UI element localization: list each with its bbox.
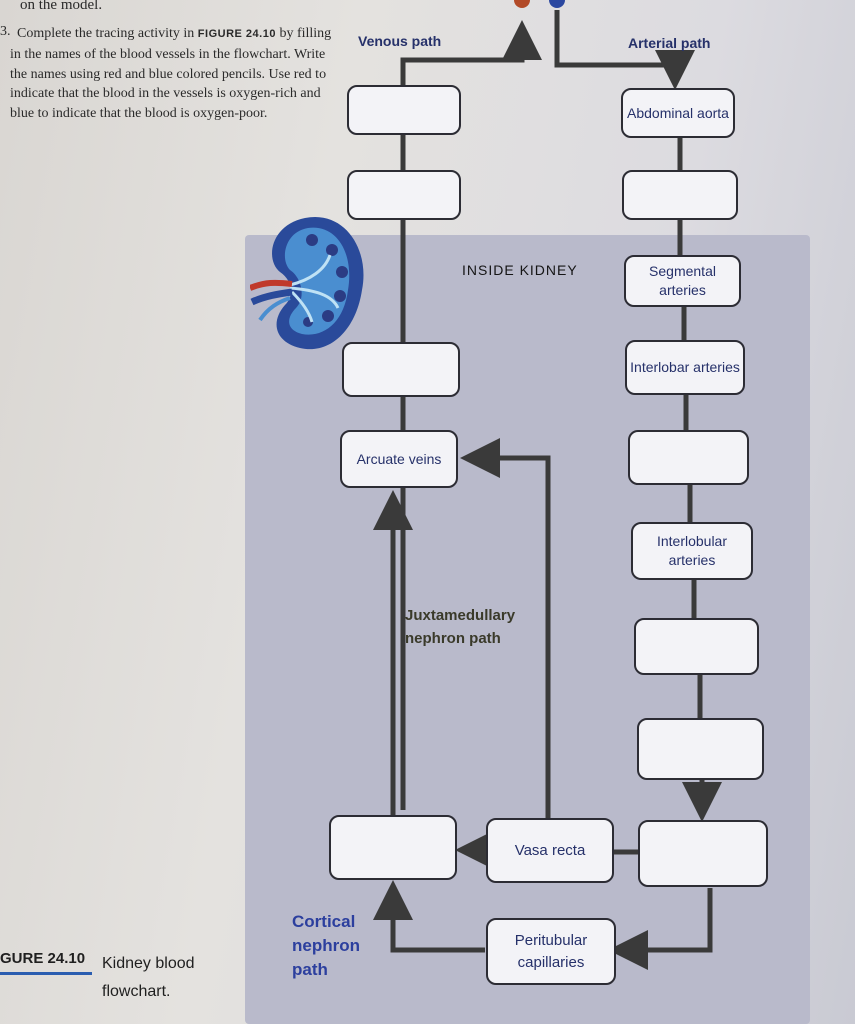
figure-reference: FIGURE 24.10 xyxy=(197,28,276,40)
caption-title: Kidney blood flowchart. xyxy=(102,955,195,1000)
instruction-body: by filling in the names of the blood ves… xyxy=(10,26,332,122)
caption-rule xyxy=(0,972,92,975)
arterial-box-interlobar: Interlobar arteries xyxy=(625,340,745,395)
arterial-box-blank-3[interactable] xyxy=(634,618,759,675)
arterial-box-interlobular: Interlobular arteries xyxy=(631,522,753,580)
venous-box-blank-3[interactable] xyxy=(342,342,460,397)
caption-figure-label: GURE 24.10 xyxy=(0,950,86,967)
arterial-box-blank-1[interactable] xyxy=(622,170,738,220)
model-line: on the model. xyxy=(20,0,103,13)
venous-box-blank-4[interactable] xyxy=(329,815,457,880)
arterial-box-blank-4[interactable] xyxy=(637,718,764,780)
instruction-lead: Complete the tracing activity in xyxy=(17,26,198,41)
venous-box-blank-2[interactable] xyxy=(347,170,461,220)
cortical-label: Cortical nephron path xyxy=(292,912,360,979)
vasa-recta-box: Vasa recta xyxy=(486,818,614,883)
arterial-box-segmental: Segmental arteries xyxy=(624,255,741,307)
arterial-box-blank-5[interactable] xyxy=(638,820,768,887)
venous-path-label: Venous path xyxy=(358,33,442,49)
arterial-box-abdominal-aorta: Abdominal aorta xyxy=(621,88,735,138)
venous-box-arcuate: Arcuate veins xyxy=(340,430,458,488)
juxtamedullary-label: Juxtamedullary nephron path xyxy=(405,607,516,647)
inside-kidney-label: INSIDE KIDNEY xyxy=(462,262,578,278)
peritubular-capillaries-box: Peritubular capillaries xyxy=(486,918,616,985)
kidney-illustration xyxy=(250,216,364,350)
venous-box-blank-1[interactable] xyxy=(347,85,461,135)
arterial-box-blank-2[interactable] xyxy=(628,430,749,485)
arterial-path-label: Arterial path xyxy=(628,35,711,51)
item-number: 3. xyxy=(0,24,11,39)
instruction-text: Complete the tracing activity in FIGURE … xyxy=(10,24,345,124)
